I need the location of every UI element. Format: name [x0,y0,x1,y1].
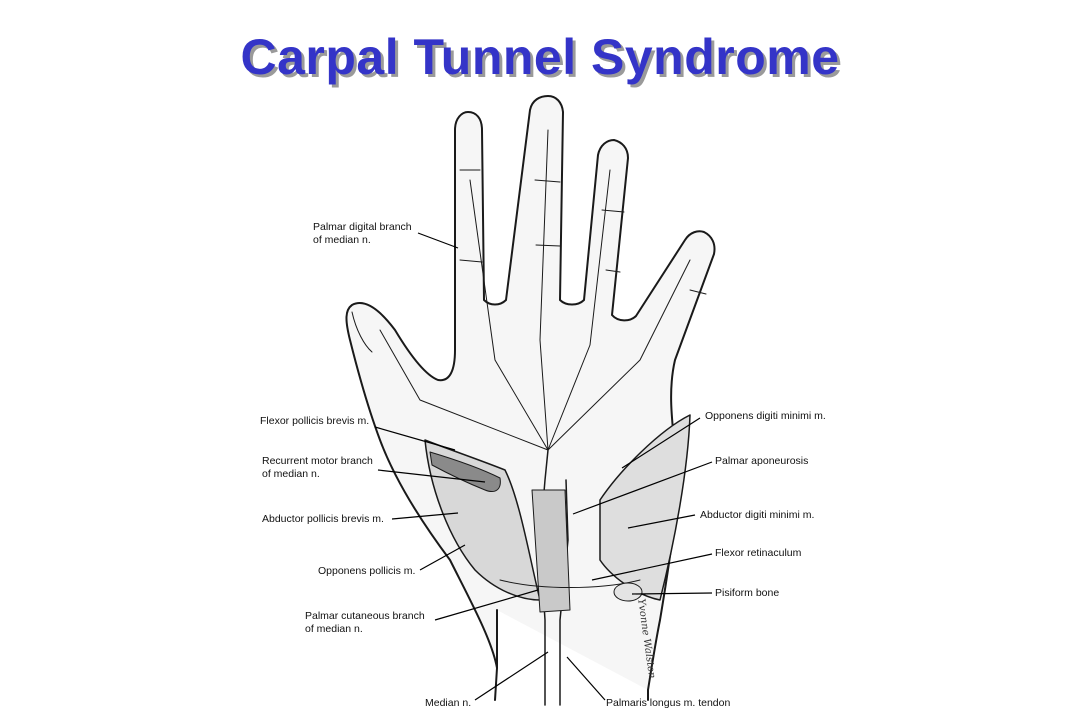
label-abductor-digiti-minimi: Abductor digiti minimi m. [700,509,815,521]
label-palmar-digital-branch: Palmar digital branch of median n. [313,221,412,246]
page-title: Carpal Tunnel Syndrome [240,29,840,85]
label-palmaris-longus-tendon: Palmaris longus m. tendon [606,697,731,709]
label-opponens-pollicis: Opponens pollicis m. [318,565,416,577]
leader-palmar-digital [417,232,459,249]
label-flexor-retinaculum: Flexor retinaculum [715,547,802,559]
leader-flexor-retinaculum [591,553,713,581]
label-flexor-pollicis-brevis: Flexor pollicis brevis m. [260,415,370,427]
leader-abductor-digiti-minimi [627,514,696,529]
label-recurrent-motor-branch: Recurrent motor branch of median n. [262,455,373,480]
hand-outline [345,95,716,691]
leader-palmar-cutaneous [434,589,539,621]
label-median-nerve: Median n. [425,697,472,709]
leader-palmaris-longus [566,656,606,701]
leader-recurrent-motor [377,469,486,483]
leader-abductor-pollicis-brevis [391,512,459,520]
leader-palmar-aponeurosis [572,461,713,515]
label-palmar-aponeurosis: Palmar aponeurosis [715,455,809,467]
leader-flexor-pollicis-brevis [374,426,456,451]
label-abductor-pollicis-brevis: Abductor pollicis brevis m. [262,513,384,525]
label-opponens-digiti-minimi: Opponens digiti minimi m. [705,410,826,422]
leader-median-nerve [474,651,549,701]
label-palmar-cutaneous-branch: Palmar cutaneous branch of median n. [305,610,425,635]
label-pisiform-bone: Pisiform bone [715,587,780,599]
leader-opponens-digiti-minimi [621,417,701,469]
leader-opponens-pollicis [419,544,466,571]
leader-pisiform-bone [631,592,713,595]
